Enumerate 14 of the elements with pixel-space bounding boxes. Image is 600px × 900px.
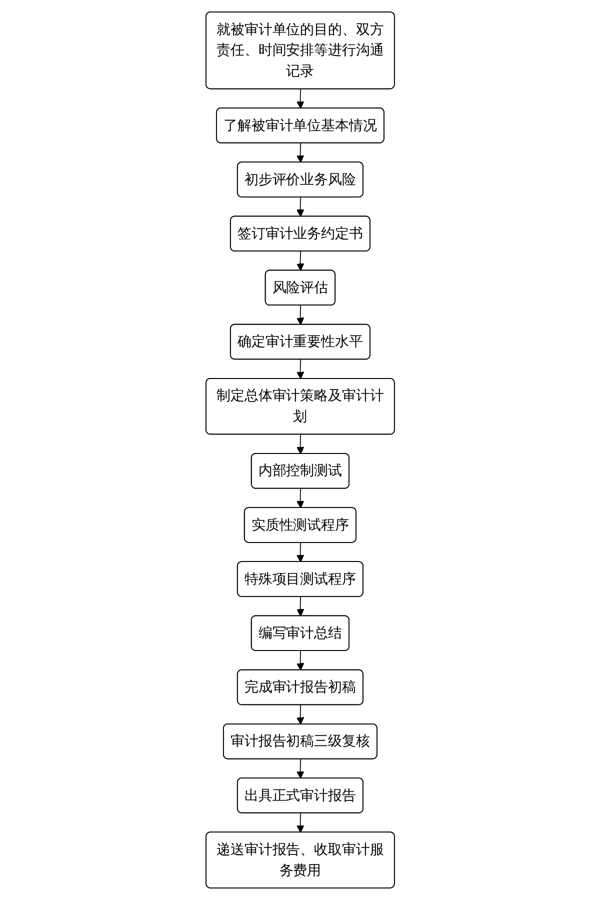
- arrow: [296, 812, 304, 833]
- arrow: [296, 88, 304, 109]
- arrow: [296, 650, 304, 671]
- arrow: [296, 251, 304, 272]
- arrow: [296, 542, 304, 562]
- arrow: [296, 359, 304, 380]
- arrow: [296, 197, 304, 217]
- arrow: [296, 305, 304, 326]
- arrow: [296, 758, 304, 779]
- arrow: [296, 704, 304, 725]
- arrow: [296, 434, 304, 454]
- arrow: [296, 488, 304, 508]
- arrow: [296, 596, 304, 617]
- arrow: [296, 142, 304, 163]
